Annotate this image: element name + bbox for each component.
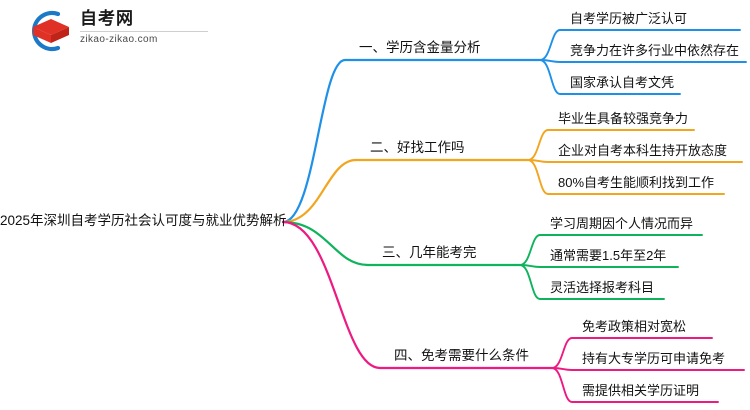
root-node-label: 2025年深圳自考学历社会认可度与就业优势解析 <box>0 213 287 228</box>
leaf-label-2-3[interactable]: 80%自考生能顺利找到工作 <box>558 175 715 190</box>
logo-url: zikao-zikao.com <box>80 34 158 45</box>
leaf-label-4-2[interactable]: 持有大专学历可申请免考 <box>582 351 726 366</box>
leaf-label-3-2[interactable]: 通常需要1.5年至2年 <box>550 248 667 263</box>
leaf-label-2-2[interactable]: 企业对自考本科生持开放态度 <box>558 143 728 158</box>
leaf-label-1-2[interactable]: 竞争力在许多行业中依然存在 <box>570 43 740 58</box>
logo-divider <box>80 31 208 32</box>
branch-label-2[interactable]: 二、好找工作吗 <box>370 140 465 155</box>
leaf-label-2-1[interactable]: 毕业生具备较强竞争力 <box>558 111 689 126</box>
leaf-label-4-1[interactable]: 免考政策相对宽松 <box>582 319 687 334</box>
branch-label-1[interactable]: 一、学历含金量分析 <box>359 40 481 55</box>
leaf-label-4-3[interactable]: 需提供相关学历证明 <box>582 383 700 398</box>
leaf-label-1-1[interactable]: 自考学历被广泛认可 <box>570 11 688 26</box>
branch-label-3[interactable]: 三、几年能考完 <box>382 245 477 260</box>
graduation-cap-icon <box>31 10 69 52</box>
leaf-label-3-3[interactable]: 灵活选择报考科目 <box>550 280 655 295</box>
branch-label-4[interactable]: 四、免考需要什么条件 <box>394 348 529 363</box>
logo-text-block: 自考网 zikao-zikao.com <box>80 9 226 46</box>
leaf-label-1-3[interactable]: 国家承认自考文凭 <box>570 75 675 90</box>
site-logo: 自考网 zikao-zikao.com <box>28 8 228 54</box>
logo-title: 自考网 <box>80 9 134 28</box>
leaf-label-3-1[interactable]: 学习周期因个人情况而异 <box>550 216 694 231</box>
